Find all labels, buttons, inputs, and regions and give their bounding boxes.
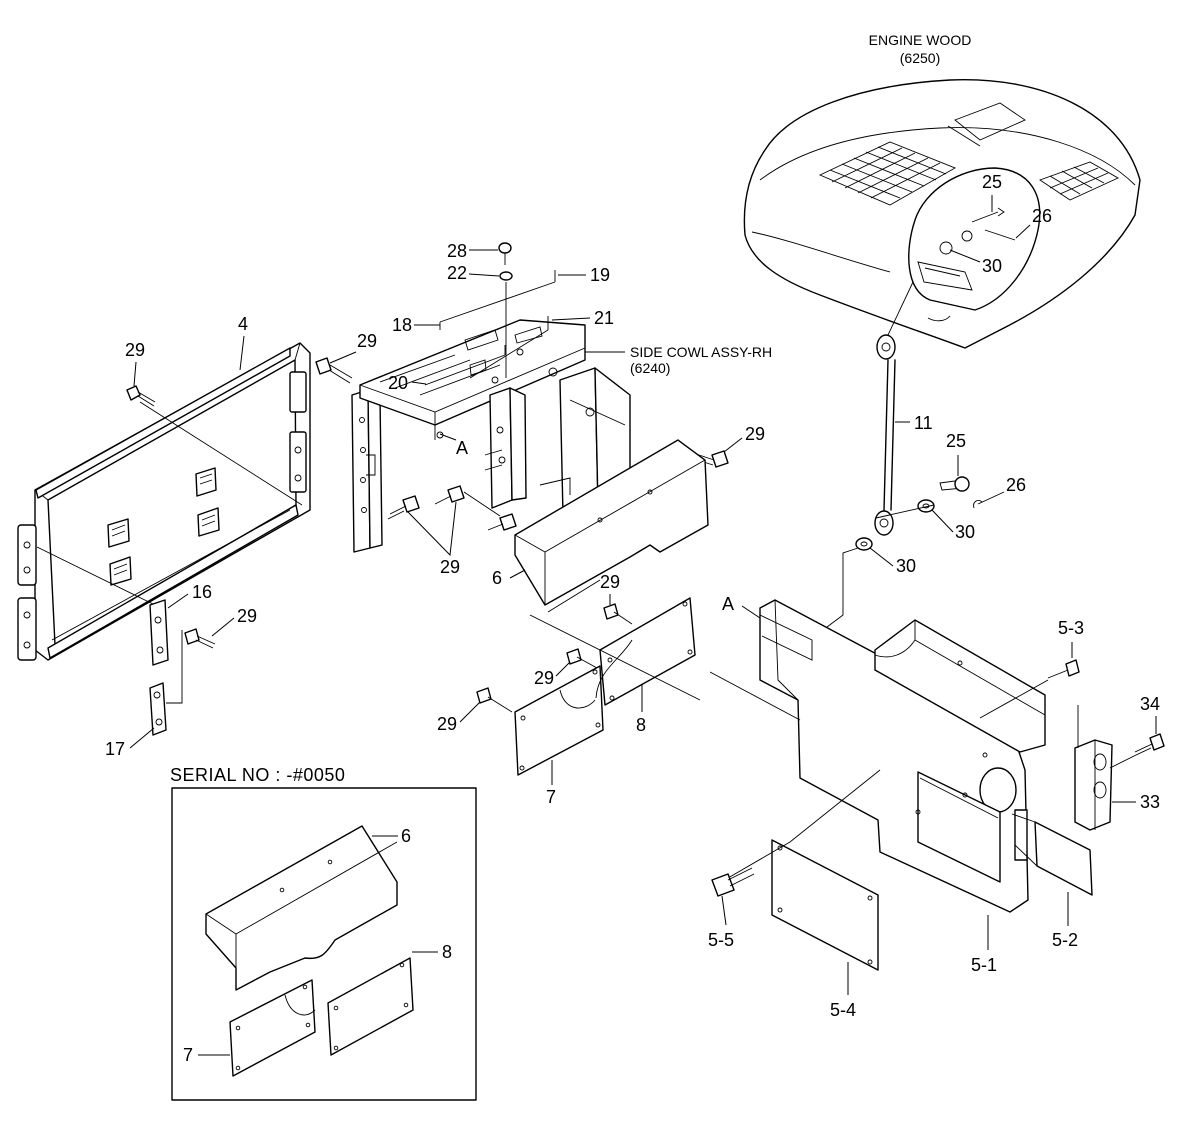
inset-callout-6: 6 <box>401 826 411 846</box>
callout-33: 33 <box>1140 792 1160 812</box>
plate-5-4: 5-4 <box>727 769 881 1020</box>
callout-30: 30 <box>955 522 975 542</box>
callout-21: 21 <box>594 308 614 328</box>
panels-7-8: 8 7 29 29 29 <box>437 572 701 807</box>
cover-6: 6 <box>492 439 709 606</box>
callout-11: 11 <box>914 413 933 433</box>
callout-29-b: 29 <box>237 606 257 626</box>
callout-29-h: 29 <box>437 714 457 734</box>
callout-26: 26 <box>1006 475 1026 495</box>
callout-5-3: 5-3 <box>1058 618 1084 638</box>
callout-25: 25 <box>946 431 966 451</box>
callout-29-c: 29 <box>357 331 377 351</box>
callout-30-lower: 30 <box>896 556 916 576</box>
inset-callout-8: 8 <box>442 942 452 962</box>
callout-5-5: 5-5 <box>708 930 734 950</box>
view-a-upper: A <box>456 438 468 458</box>
callout-5-1: 5-1 <box>971 955 997 975</box>
callout-26-upper: 26 <box>1032 206 1052 226</box>
engine-hood: ENGINE WOOD (6250) <box>743 32 1141 349</box>
callout-29-a: 29 <box>125 340 145 360</box>
callout-34: 34 <box>1140 694 1160 714</box>
callout-17: 17 <box>105 739 125 759</box>
callout-28: 28 <box>447 241 467 261</box>
side-plate-5-1: 5-1 A <box>709 594 1029 975</box>
bolt-29-a: 29 <box>125 340 156 407</box>
callout-20: 20 <box>388 373 408 393</box>
callout-4: 4 <box>238 314 248 334</box>
bar-5-2: 5-2 <box>1011 813 1093 950</box>
callout-16: 16 <box>192 582 212 602</box>
side-cowl-label: SIDE COWL ASSY-RH <box>630 344 772 360</box>
callout-30-upper: 30 <box>982 256 1002 276</box>
box-5-3: 5-3 <box>874 618 1084 753</box>
callout-29-f: 29 <box>600 572 620 592</box>
engine-hood-label: ENGINE WOOD <box>869 32 972 48</box>
callout-8: 8 <box>636 715 646 735</box>
hinge-16-17: 16 17 29 <box>105 582 257 759</box>
callout-7: 7 <box>546 787 556 807</box>
callout-6: 6 <box>492 568 502 588</box>
callout-19: 19 <box>590 265 610 285</box>
side-cowl-code: (6240) <box>630 360 670 376</box>
callout-18: 18 <box>392 315 412 335</box>
engine-hood-code: (6250) <box>900 50 940 66</box>
callout-25-upper: 25 <box>982 172 1002 192</box>
inset-callout-7: 7 <box>183 1045 193 1065</box>
support-rod-11: 11 25 26 30 30 <box>814 281 1026 637</box>
top-hardware: 28 22 18 19 21 20 <box>388 241 614 393</box>
callout-29-d: 29 <box>440 557 460 577</box>
serial-label: SERIAL NO : -#0050 <box>170 765 345 785</box>
callout-29-e: 29 <box>745 424 765 444</box>
callout-29-g: 29 <box>534 668 554 688</box>
bolt-5-5: 5-5 <box>708 867 755 950</box>
serial-inset: SERIAL NO : -#0050 6 8 7 <box>170 765 477 1101</box>
hood-callouts: 25 26 30 <box>949 172 1052 276</box>
cover-33: 33 34 <box>1074 694 1165 831</box>
view-a-lower: A <box>722 594 734 614</box>
callout-22: 22 <box>447 263 467 283</box>
callout-5-2: 5-2 <box>1052 930 1078 950</box>
inset-frame <box>171 787 477 1101</box>
side-cowl-assy: SIDE COWL ASSY-RH (6240) A <box>351 319 772 553</box>
callout-5-4: 5-4 <box>830 1000 856 1020</box>
bolts-29-cowl: 29 29 29 <box>315 331 765 577</box>
door-frame-4: 4 <box>17 314 311 661</box>
